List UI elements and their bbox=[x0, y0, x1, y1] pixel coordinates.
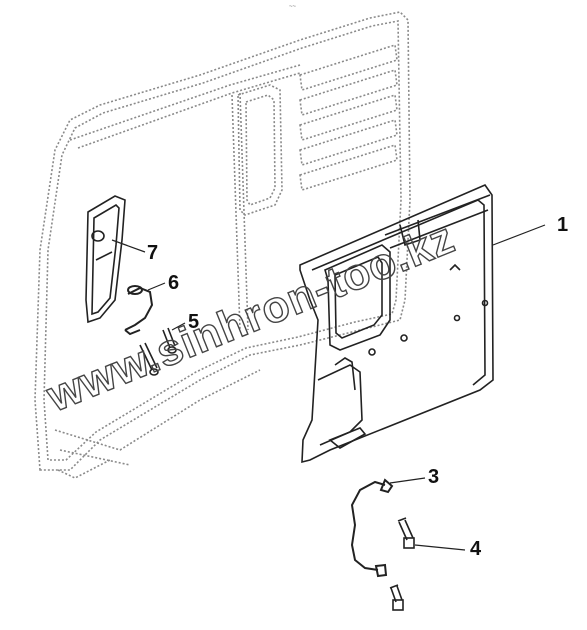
callout-3: 3 bbox=[428, 466, 439, 488]
callout-1: 1 bbox=[557, 214, 568, 236]
callout-7: 7 bbox=[147, 242, 158, 264]
pillar-trim bbox=[85, 195, 126, 324]
leader-lines bbox=[111, 224, 546, 551]
callout-4: 4 bbox=[470, 538, 482, 560]
cable bbox=[350, 478, 394, 578]
top-mark: ~~ bbox=[289, 4, 297, 10]
cab-door-outline bbox=[34, 11, 411, 479]
callout-6: 6 bbox=[168, 272, 179, 294]
grab-handle bbox=[124, 285, 154, 336]
watermark-text: www.sinhron-too.kz bbox=[39, 213, 461, 422]
callout-5: 5 bbox=[188, 311, 199, 333]
screws-5 bbox=[139, 327, 177, 376]
trim-panel bbox=[299, 184, 494, 464]
bolts-4 bbox=[389, 517, 415, 611]
